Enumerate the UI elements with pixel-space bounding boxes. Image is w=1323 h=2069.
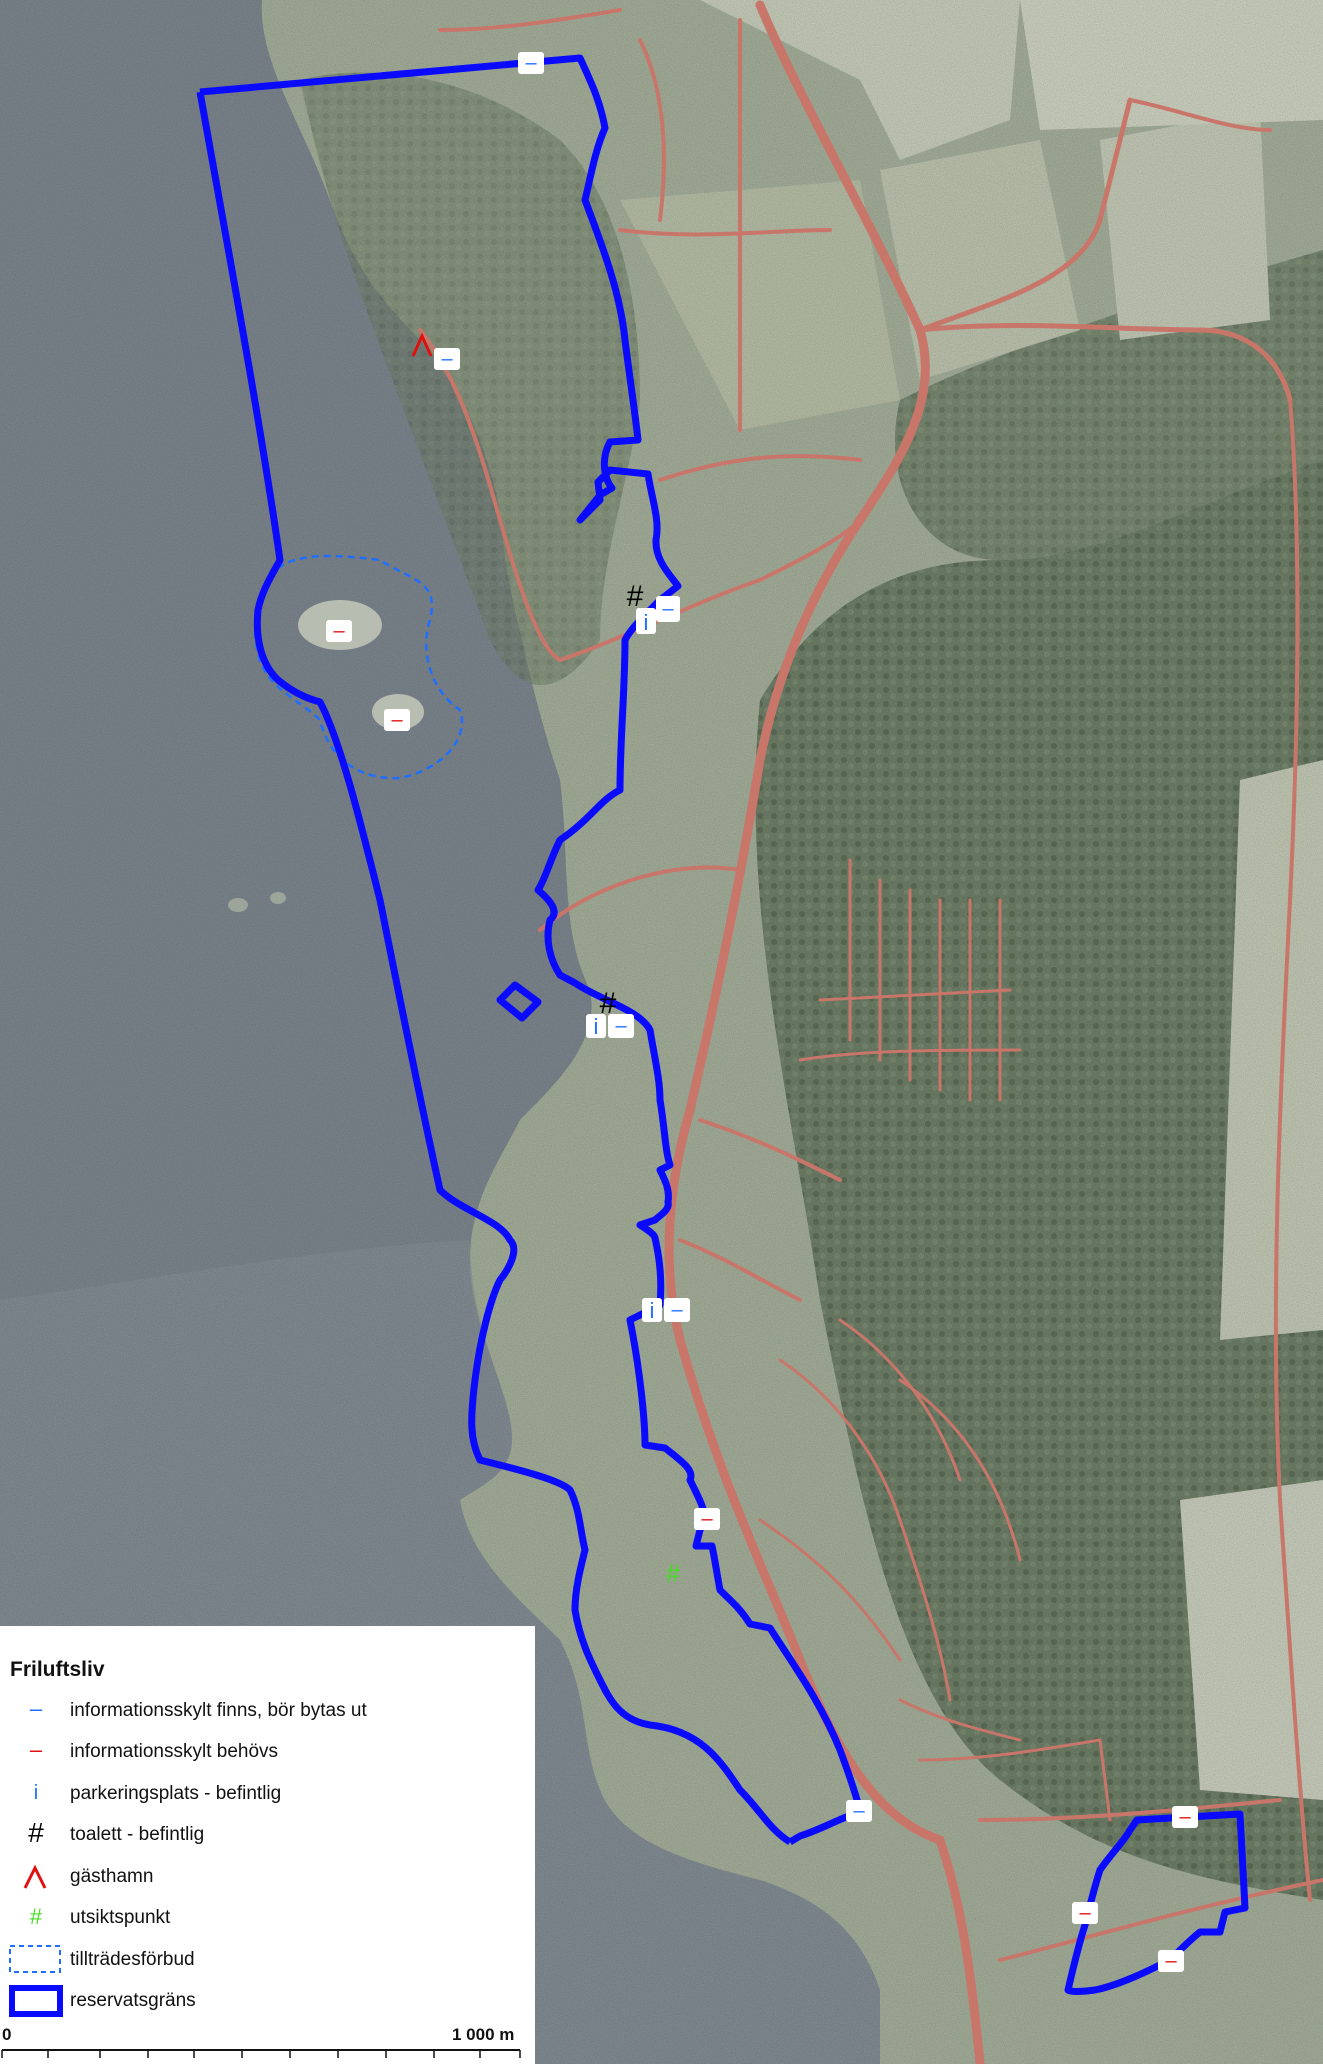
scalebar-end-label: 1 000 m [452,2025,514,2044]
dashed-box-icon [9,1945,61,1973]
svg-text:–: – [1165,1950,1177,1972]
marker-guest-harbour [411,332,433,357]
marker-toilet-1: # [627,580,644,613]
legend-label-parking: parkeringsplats - befintlig [70,1783,281,1804]
svg-text:–: – [701,1508,713,1530]
islet-2 [270,892,286,904]
legend-symbol-viewpoint: # [30,1904,43,1929]
legend-label-reserve-boundary: reservatsgräns [70,1990,196,2011]
marker-toilet-2: # [600,987,617,1020]
legend-symbol-toilet: # [28,1817,44,1848]
marker-sign-needbytas-2: – [434,348,460,370]
marker-sign-needbytas-4: – [608,1014,634,1038]
marker-sign-needed-island-2: – [384,709,410,731]
svg-text:i: i [644,610,649,635]
svg-text:#: # [627,580,644,613]
svg-text:#: # [666,1558,681,1588]
legend-label-no-access: tillträdesförbud [70,1949,195,1970]
legend-label-guest-harbour: gästhamn [70,1866,153,1887]
marker-sign-needed-2: – [1172,1806,1198,1828]
svg-text:–: – [441,348,453,370]
legend-label-toilet: toalett - befintlig [70,1824,204,1845]
marker-parking-2: i [586,1014,606,1039]
svg-text:–: – [853,1800,865,1822]
thick-box-icon [9,1985,63,2017]
legend-label-sign-needed: informationsskylt behövs [70,1741,278,1762]
marker-viewpoint: # [666,1558,681,1588]
legend-label-viewpoint: utsiktspunkt [70,1907,171,1928]
svg-text:–: – [391,709,403,731]
svg-text:–: – [525,52,537,74]
legend-title: Friluftsliv [10,1658,105,1681]
islet-1 [228,898,248,912]
svg-text:–: – [615,1015,627,1037]
marker-sign-needbytas-5: – [664,1298,690,1322]
svg-text:–: – [1179,1806,1191,1828]
svg-text:–: – [333,620,345,642]
marker-sign-needbytas-6: – [846,1800,872,1822]
legend: Friluftsliv – informationsskylt finns, b… [0,1626,535,2064]
legend-label-sign-exists: informationsskylt finns, bör bytas ut [70,1700,367,1721]
marker-sign-needed-3: – [1072,1902,1098,1924]
svg-text:–: – [671,1299,683,1321]
marker-parking-3: i [642,1298,662,1323]
road-network [418,0,1323,2069]
marker-parking-1: i [636,608,656,635]
svg-text:i: i [594,1014,599,1039]
guest-harbour-icon [23,1864,47,1889]
marker-sign-needed-island-1: – [326,620,352,642]
no-access-zone [253,554,464,780]
legend-symbol-parking: i [34,1782,38,1804]
marker-sign-needbytas-1: – [518,52,544,74]
svg-text:–: – [662,598,674,620]
marker-sign-needbytas-3: – [656,596,680,622]
svg-text:–: – [1079,1902,1091,1924]
marker-sign-needed-4: – [1158,1950,1184,1972]
legend-symbol-sign-needed: – [30,1737,43,1762]
svg-text:i: i [650,1298,655,1323]
legend-symbol-sign-exists: – [30,1696,43,1721]
svg-text:#: # [600,987,617,1020]
scalebar-start-label: 0 [2,2025,11,2044]
marker-sign-needed-1: – [694,1508,720,1530]
legend-background [0,1626,535,2064]
scalebar: 0 1 000 m [1,2025,521,2058]
